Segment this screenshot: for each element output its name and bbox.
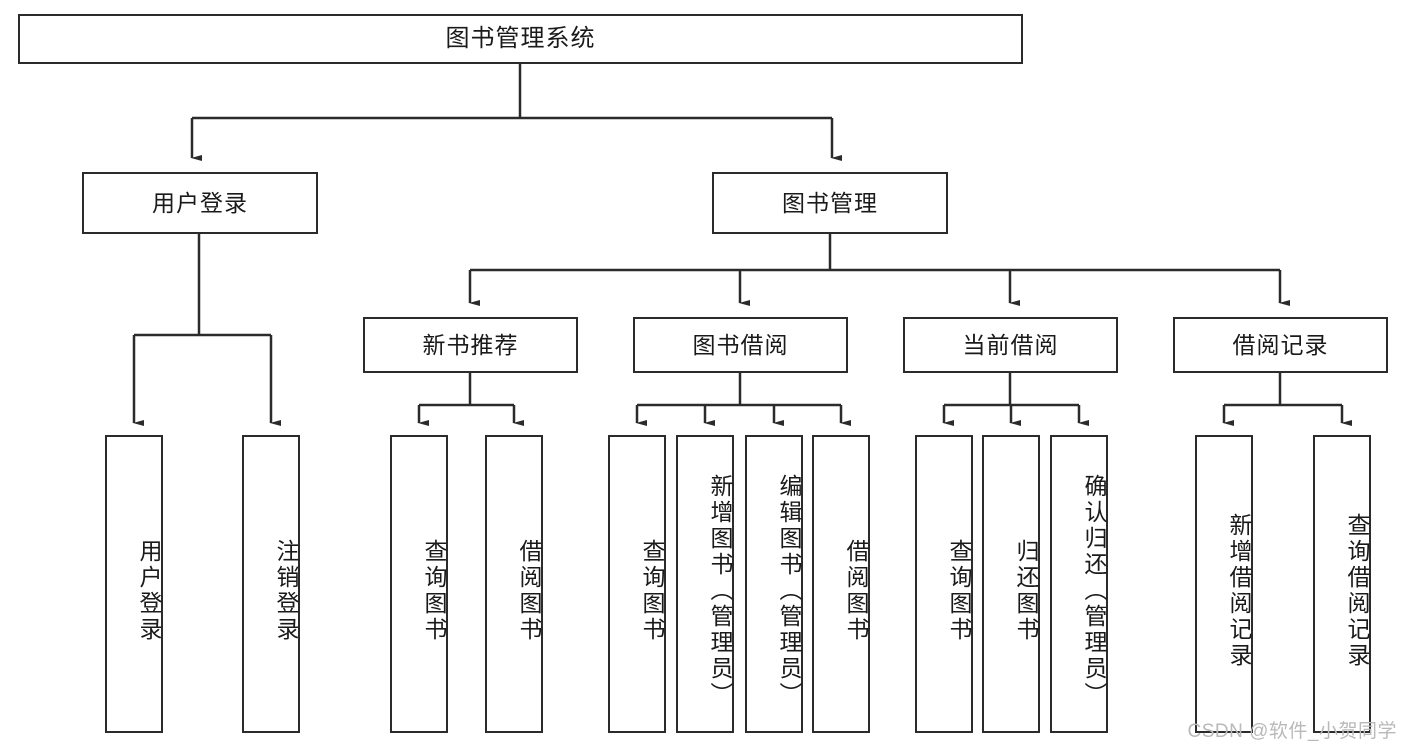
node-leaf-borrow-book-1[interactable]: 借阅图书: [485, 435, 543, 733]
node-leaf-query-book-3[interactable]: 查询图书: [915, 435, 973, 733]
csdn-watermark: CSDN @软件_小贺同学: [1187, 721, 1397, 742]
node-leaf-borrow-book-2-label: 借阅图书: [843, 539, 869, 643]
node-new-book-recommend[interactable]: 新书推荐: [363, 317, 578, 373]
node-leaf-return-book[interactable]: 归还图书: [982, 435, 1040, 733]
node-leaf-logout-login-label: 注销登录: [273, 539, 299, 643]
node-leaf-add-book[interactable]: 新增图书（管理员）: [676, 435, 734, 733]
node-root[interactable]: 图书管理系统: [18, 14, 1023, 64]
node-leaf-logout-login[interactable]: 注销登录: [242, 435, 300, 733]
node-user-login-label: 用户登录: [152, 189, 248, 216]
node-book-manage-label: 图书管理: [782, 189, 878, 216]
node-new-book-recommend-label: 新书推荐: [422, 331, 519, 358]
node-leaf-edit-book[interactable]: 编辑图书（管理员）: [745, 435, 803, 733]
node-leaf-query-book-1-label: 查询图书: [421, 539, 447, 643]
node-leaf-edit-book-label: 编辑图书（管理员）: [776, 474, 802, 708]
node-leaf-add-record[interactable]: 新增借阅记录: [1195, 435, 1253, 733]
node-book-borrow-label: 图书借阅: [692, 331, 789, 358]
node-leaf-query-book-3-label: 查询图书: [946, 539, 972, 643]
node-current-borrow[interactable]: 当前借阅: [903, 317, 1118, 373]
node-leaf-query-record-label: 查询借阅记录: [1344, 513, 1370, 669]
node-leaf-add-record-label: 新增借阅记录: [1226, 513, 1252, 669]
node-user-login[interactable]: 用户登录: [82, 172, 318, 234]
node-leaf-query-book-1[interactable]: 查询图书: [390, 435, 448, 733]
node-leaf-return-book-label: 归还图书: [1013, 539, 1039, 643]
node-borrow-record-label: 借阅记录: [1232, 331, 1329, 358]
node-leaf-add-book-label: 新增图书（管理员）: [707, 474, 733, 708]
node-borrow-record[interactable]: 借阅记录: [1173, 317, 1388, 373]
node-leaf-confirm-return-label: 确认归还（管理员）: [1081, 474, 1107, 708]
node-leaf-query-record[interactable]: 查询借阅记录: [1313, 435, 1371, 733]
node-current-borrow-label: 当前借阅: [962, 331, 1059, 358]
node-book-borrow[interactable]: 图书借阅: [633, 317, 848, 373]
node-leaf-confirm-return[interactable]: 确认归还（管理员）: [1050, 435, 1108, 733]
node-leaf-borrow-book-1-label: 借阅图书: [516, 539, 542, 643]
node-leaf-user-login[interactable]: 用户登录: [105, 435, 163, 733]
node-root-label: 图书管理系统: [445, 25, 596, 53]
node-leaf-query-book-2[interactable]: 查询图书: [608, 435, 666, 733]
node-leaf-borrow-book-2[interactable]: 借阅图书: [812, 435, 870, 733]
node-book-manage[interactable]: 图书管理: [712, 172, 948, 234]
node-leaf-user-login-label: 用户登录: [136, 539, 162, 643]
node-leaf-query-book-2-label: 查询图书: [639, 539, 665, 643]
